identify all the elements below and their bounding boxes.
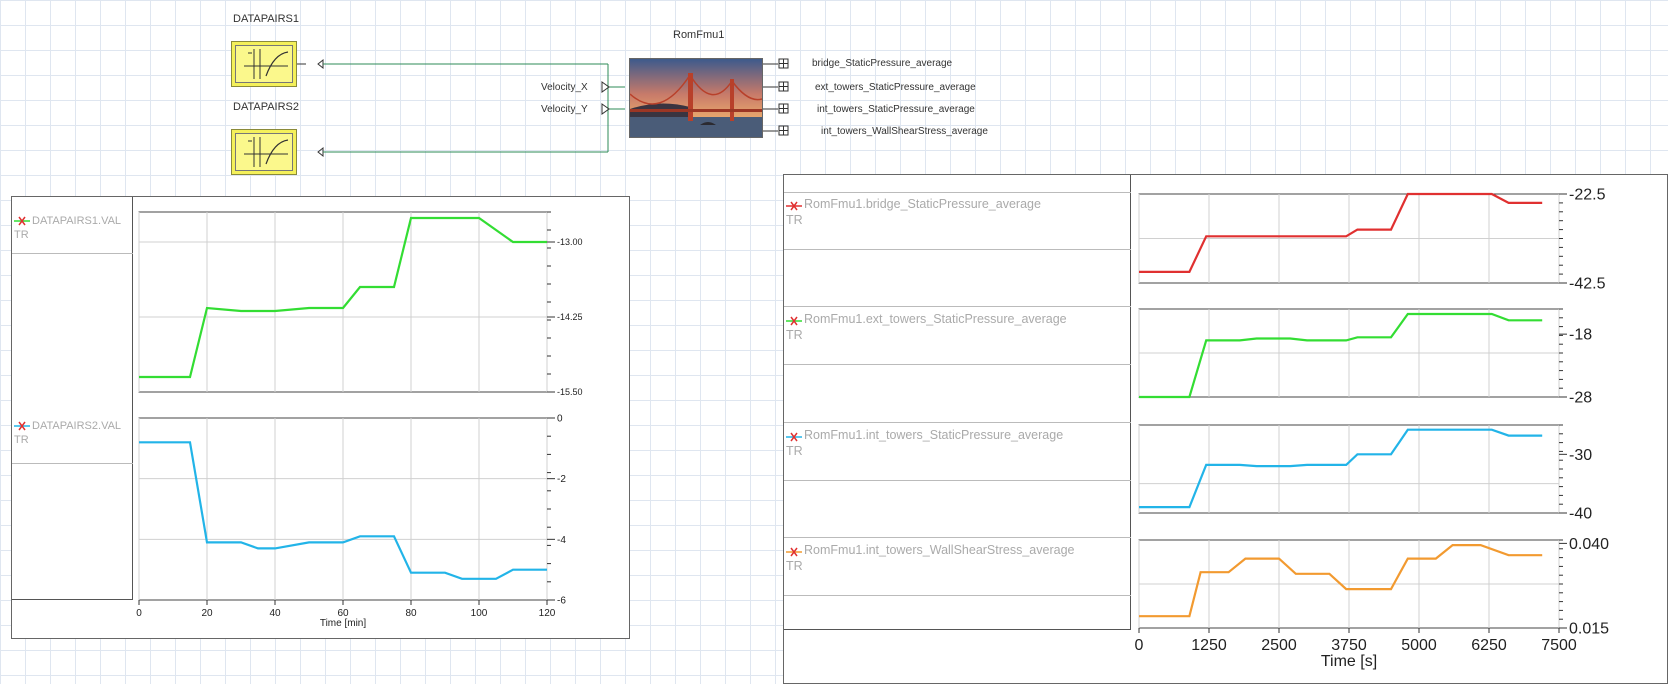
legend-name: RomFmu1.ext_towers_StaticPressure_averag… (804, 312, 1067, 326)
right-legend: RomFmu1.bridge_StaticPressure_average TR… (784, 175, 1131, 630)
series-line (1139, 192, 1543, 274)
green-x-marker-icon (786, 315, 802, 326)
x-tick-label: 7500 (1541, 637, 1577, 654)
x-tick-label: 80 (405, 608, 417, 619)
output-label-4: int_towers_WallShearStress_average (821, 126, 988, 137)
legend-entry-int-towers-shear[interactable]: RomFmu1.int_towers_WallShearStress_avera… (786, 543, 1074, 573)
output-label-1: bridge_StaticPressure_average (812, 58, 953, 69)
golden-gate-bridge-photo (630, 59, 762, 137)
fmu-title: RomFmu1 (673, 29, 725, 41)
legend-entry-int-towers-pressure[interactable]: RomFmu1.int_towers_StaticPressure_averag… (786, 428, 1063, 458)
left-plots-svg: -13.00 -14.25 -15.50 0 -2 -4 -6 0 20 40 60 80 100 120… (136, 211, 583, 629)
y-tick-label: -14.25 (557, 312, 583, 322)
x-tick-label: 2500 (1261, 637, 1297, 654)
series-line (1139, 428, 1543, 509)
legend-entry-ext-towers[interactable]: RomFmu1.ext_towers_StaticPressure_averag… (786, 312, 1067, 342)
right-plot-panel[interactable]: RomFmu1.bridge_StaticPressure_average TR… (783, 174, 1668, 684)
y-tick-label: -30 (1569, 447, 1592, 464)
x-tick-label: 20 (201, 608, 213, 619)
x-tick-label: 60 (337, 608, 349, 619)
legend-entry-bridge[interactable]: RomFmu1.bridge_StaticPressure_average TR (786, 197, 1041, 227)
series-line (1139, 312, 1543, 399)
orange-x-marker-icon (786, 546, 802, 557)
y-tick-label: -18 (1569, 327, 1592, 344)
x-tick-label: 0 (136, 608, 142, 619)
output-label-3: int_towers_StaticPressure_average (817, 104, 975, 115)
lookup-table-icon (235, 133, 293, 171)
x-tick-label: 40 (269, 608, 281, 619)
legend-divider (784, 192, 1131, 193)
connection-wires (297, 58, 789, 158)
legend-sub: TR (786, 559, 803, 573)
rom-fmu-block[interactable] (629, 58, 763, 138)
y-tick-label: -6 (557, 596, 566, 607)
y-tick-label: -4 (557, 535, 566, 546)
legend-name: DATAPAIRS1.VAL (32, 215, 122, 227)
input-label-velocity-x: Velocity_X (541, 82, 588, 93)
series-line (139, 441, 547, 580)
y-tick-label: -13.00 (557, 237, 583, 247)
y-tick-label: -40 (1569, 506, 1592, 523)
x-tick-label: 120 (539, 608, 556, 619)
datapairs1-block[interactable] (231, 41, 297, 87)
legend-divider (784, 249, 1131, 250)
datapairs1-title: DATAPAIRS1 (233, 13, 300, 25)
output-label-2: ext_towers_StaticPressure_average (815, 82, 976, 93)
legend-sub: TR (14, 229, 29, 241)
y-tick-label: -22.5 (1569, 187, 1606, 204)
legend-divider (784, 364, 1131, 365)
legend-sub: TR (14, 434, 29, 446)
legend-name: RomFmu1.bridge_StaticPressure_average (804, 197, 1041, 211)
x-tick-label: 6250 (1471, 637, 1507, 654)
red-x-marker-icon (786, 200, 802, 211)
legend-sub: TR (786, 444, 803, 458)
x-tick-label: 5000 (1401, 637, 1437, 654)
legend-divider (784, 537, 1131, 538)
lookup-table-icon (235, 45, 293, 83)
legend-divider (784, 422, 1131, 423)
y-tick-label: -28 (1569, 390, 1592, 407)
legend-divider (784, 480, 1131, 481)
x-tick-label: 100 (471, 608, 488, 619)
green-x-marker-icon (14, 216, 30, 226)
blue-x-marker-icon (14, 421, 30, 431)
left-plot-panel[interactable]: DATAPAIRS1.VAL TR DATAPAIRS2.VAL TR -13.… (11, 196, 630, 639)
legend-sub: TR (786, 328, 803, 342)
series-line (1139, 544, 1543, 618)
y-tick-label: -2 (557, 474, 566, 485)
y-tick-label: 0.015 (1569, 621, 1609, 638)
x-axis-label: Time [s] (1321, 653, 1377, 670)
x-tick-label: 3750 (1331, 637, 1367, 654)
legend-entry-datapairs1[interactable]: DATAPAIRS1.VAL TR (14, 215, 121, 241)
legend-sub: TR (786, 213, 803, 227)
blue-x-marker-icon (786, 431, 802, 442)
legend-name: RomFmu1.int_towers_WallShearStress_avera… (804, 543, 1075, 557)
left-legend: DATAPAIRS1.VAL TR DATAPAIRS2.VAL TR (12, 197, 133, 600)
input-label-velocity-y: Velocity_Y (541, 104, 588, 115)
datapairs2-block[interactable] (231, 129, 297, 175)
legend-name: DATAPAIRS2.VAL (32, 420, 122, 432)
right-plots-svg: -22.5 -42.5 -18 -28 -30 -40 0.040 0.015 0 1250 250… (1135, 187, 1610, 670)
legend-entry-datapairs2[interactable]: DATAPAIRS2.VAL TR (14, 420, 121, 446)
legend-divider (12, 253, 133, 254)
x-tick-label: 1250 (1191, 637, 1227, 654)
legend-name: RomFmu1.int_towers_StaticPressure_averag… (804, 428, 1064, 442)
legend-divider (12, 463, 133, 464)
legend-divider (784, 306, 1131, 307)
series-line (139, 216, 547, 379)
y-tick-label: 0.040 (1569, 536, 1609, 553)
x-tick-label: 0 (1135, 637, 1144, 654)
y-tick-label: 0 (557, 414, 563, 425)
y-tick-label: -42.5 (1569, 276, 1606, 293)
legend-divider (784, 595, 1131, 596)
x-axis-label: Time [min] (320, 618, 367, 629)
datapairs2-title: DATAPAIRS2 (233, 101, 300, 113)
y-tick-label: -15.50 (557, 387, 583, 397)
